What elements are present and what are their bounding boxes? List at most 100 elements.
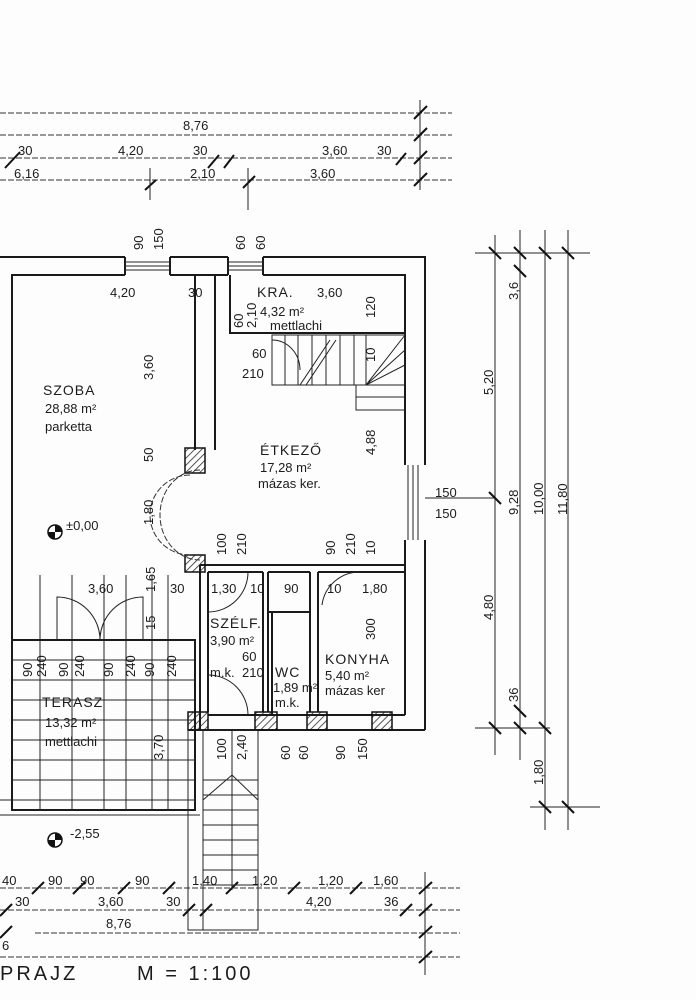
drawing-scale: M = 1:100 [137,963,254,985]
dimension-label: 10 [363,541,378,555]
dimension-label: 240 [34,655,49,677]
dimension-label: 150 [435,506,457,521]
dimension-label: 90 [20,663,35,677]
dimension-label: 36 [384,894,398,909]
dimension-label: 210 [242,366,264,381]
room-name: WC [275,664,300,680]
room-finish: mettlachi [45,734,97,749]
dimension-label: 240 [72,655,87,677]
dimension-label: 150 [151,228,166,250]
dimension-label: 30 [18,143,32,158]
dimension-label: 3,70 [151,735,166,760]
dimension-label: 10 [363,348,378,362]
dimension-label: 90 [135,873,149,888]
dimension-label: 30 [188,285,202,300]
dimension-label: 90 [284,581,298,596]
dimension-label: 4,80 [481,595,496,620]
dimension-label: 3,60 [322,143,347,158]
dimension-label: 2,40 [234,735,249,760]
dimension-label: 120 [363,296,378,318]
doors [56,339,361,716]
room-finish: m.k. [210,665,235,680]
dimension-label: 90 [101,663,116,677]
dimension-label: 210 [234,533,249,555]
dimension-label: 1,80 [531,760,546,785]
dimension-label: 4,20 [306,894,331,909]
dimension-label: 3,6 [506,282,521,300]
room-name: KONYHA [325,651,390,667]
room-finish: mettlachi [270,318,322,333]
dimension-label: 100 [214,738,229,760]
top-dimension-lines [0,100,452,210]
dimension-label: 3,60 [88,581,113,596]
room-name: ÉTKEZŐ [260,442,322,458]
room-area: 4,32 m² [260,304,305,319]
dimension-label: 90 [131,236,146,250]
dimension-label: 210 [242,665,264,680]
level-marker-icon [47,524,63,540]
level-marker-icon [47,832,63,848]
bottom-dimension-lines [0,872,460,975]
dimension-label: 50 [141,448,156,462]
dimension-label: 90 [333,746,348,760]
dimension-label: 30 [377,143,391,158]
room-area: 17,28 m² [260,460,312,475]
terrace-tiles [0,575,200,816]
level-label: ±0,00 [66,518,98,533]
dimension-label: 1,20 [318,873,343,888]
drawing-title: PRAJZ [0,963,78,985]
dimension-label: 240 [123,655,138,677]
dimension-label: 2,10 [190,166,215,181]
room-area: 1,89 m² [273,680,318,695]
dimension-label: 60 [296,746,311,760]
dimension-label: 60 [278,746,293,760]
labels: SZOBA 28,88 m² parketta ÉTKEZŐ 17,28 m² … [0,118,570,985]
dimension-label: 8,76 [106,916,131,931]
dimension-label: 60 [242,649,256,664]
dimension-label: 30 [166,894,180,909]
dimension-label: 90 [142,663,157,677]
dimension-label: 3,60 [141,355,156,380]
dimension-label: 3,60 [317,285,342,300]
room-name: TERASZ [42,694,103,710]
dimension-label: 150 [435,485,457,500]
room-name: SZÉLF. [210,615,262,631]
dimension-label: 1,60 [373,873,398,888]
dimension-label: 1,65 [143,567,158,592]
dimension-label: 1,30 [211,581,236,596]
room-area: 13,32 m² [45,715,97,730]
dimension-label: 9,28 [506,490,521,515]
room-area: 28,88 m² [45,401,97,416]
dimension-label: 240 [164,655,179,677]
dimension-label: 210 [343,533,358,555]
dimension-label: 1,80 [362,581,387,596]
dimension-label: 3,60 [98,894,123,909]
dimension-label: 60 [252,346,266,361]
dimension-label: 15 [143,616,158,630]
dimension-label: 2,10 [244,303,259,328]
dimension-label: 30 [15,894,29,909]
dimension-label: 90 [80,873,94,888]
dimension-label: 1,80 [141,500,156,525]
dimension-label: 40 [2,873,16,888]
room-area: 5,40 m² [325,668,370,683]
room-area: 3,90 m² [210,633,255,648]
dimension-label: 8,76 [183,118,208,133]
dimension-label: 300 [363,618,378,640]
dimension-label: 10 [250,581,264,596]
dimension-label: 6,16 [14,166,39,181]
dimension-label: 60 [231,314,246,328]
dimension-label: 100 [214,533,229,555]
dimension-label: 60 [233,236,248,250]
dimension-label: 10 [327,581,341,596]
dimension-label: 11,80 [555,483,570,515]
dimension-label: 90 [56,663,71,677]
level-label: -2,55 [70,826,100,841]
room-finish: mázas ker [325,683,386,698]
right-dimension-lines [425,230,600,830]
dimension-label: 10,00 [531,482,546,515]
dimension-label: 4,20 [110,285,135,300]
dimension-label: 4,20 [118,143,143,158]
